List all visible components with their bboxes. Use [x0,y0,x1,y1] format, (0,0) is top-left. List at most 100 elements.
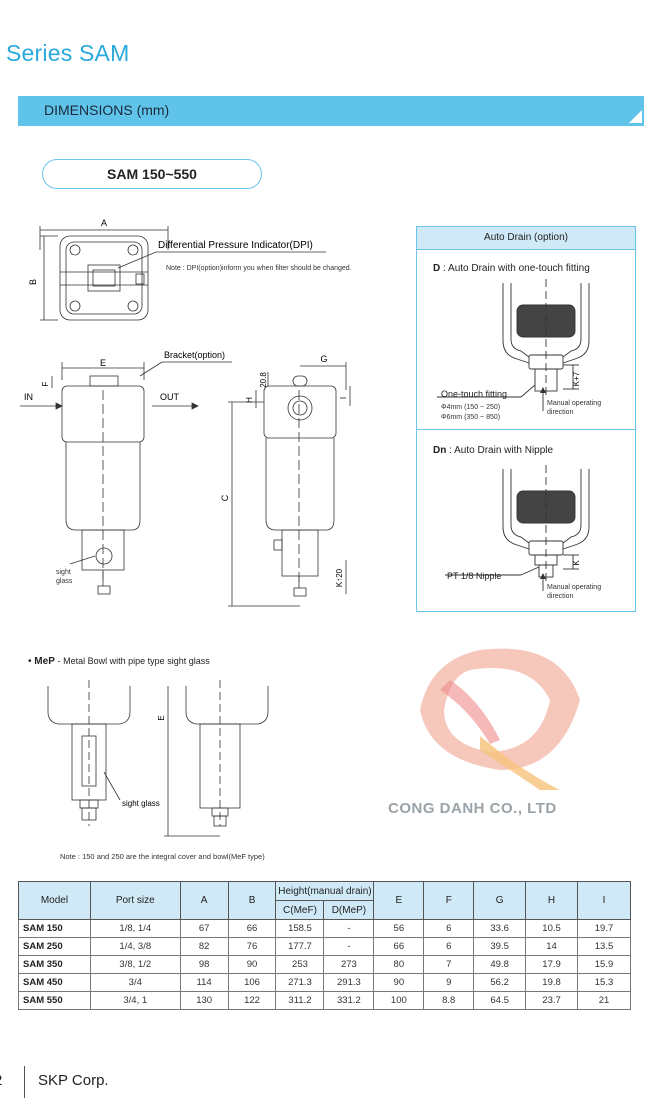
cell-e: 100 [373,991,425,1010]
cell-f: 6 [423,937,475,956]
cell-model: SAM 350 [18,955,91,974]
drain-d-code: D [433,263,441,274]
cell-d: 331.2 [323,991,375,1010]
cell-d: - [323,919,375,938]
auto-drain-dn-row: Dn : Auto Drain with Nipple [433,445,554,456]
drain-k-label: K [572,560,581,566]
dpi-note: Note : DPI(option)inform you when filter… [166,265,352,272]
dim-f-label: F [41,381,50,386]
cell-f: 9 [423,973,475,992]
cell-g: 64.5 [473,991,527,1010]
dim-c-label: C [220,494,230,501]
dim-h-label: H [245,397,254,403]
cell-model: SAM 250 [18,937,91,956]
cell-b: 122 [227,991,277,1010]
cell-g: 33.6 [473,919,527,938]
dim-e-label: E [100,358,106,368]
cell-e: 56 [373,919,425,938]
bracket-label: Bracket(option) [164,350,225,360]
side-view-head [263,385,337,439]
cell-port: 3/4 [89,973,181,992]
cell-b: 90 [227,955,277,974]
cell-h: 23.7 [525,991,578,1010]
table-row: SAM 150 1/8, 1/4 67 66 158.5 - 56 6 33.6… [18,919,631,938]
drain-dn-code: Dn [433,445,447,456]
cell-model: SAM 550 [18,991,91,1010]
cell-b: 66 [227,919,277,938]
cell-d: 291.3 [323,973,375,992]
cell-b: 106 [227,973,277,992]
th-model: Model [18,881,91,920]
cell-i: 21 [577,991,631,1010]
table-row: SAM 450 3/4 114 106 271.3 291.3 90 9 56.… [18,973,631,992]
section-header-bar: DIMENSIONS (mm) [18,96,644,126]
dpi-title: Differential Pressure Indicator(DPI) [158,240,313,251]
cell-a: 98 [179,955,229,974]
mep-dash: - [57,656,64,666]
drain-dn-desc: Auto Drain with Nipple [454,445,554,456]
dim-b-label: B [28,279,38,285]
th-f: F [423,881,475,920]
cell-c: 253 [275,955,325,974]
cell-f: 8.8 [423,991,475,1010]
cell-g: 56.2 [473,973,527,992]
drain-d-desc: Auto Drain with one-touch fitting [448,263,590,274]
model-range-pill: SAM 150~550 [42,159,262,189]
cell-i: 19.7 [577,919,631,938]
auto-drain-d-row: D : Auto Drain with one-touch fitting [433,263,590,274]
th-height: Height(manual drain) [275,881,375,901]
cell-e: 66 [373,937,425,956]
filter-dimension-drawing: A B Differential Pressure Indicator(DPI)… [20,218,352,607]
cell-e: 90 [373,973,425,992]
cell-d: - [323,937,375,956]
table-row: SAM 250 1/4, 3/8 82 76 177.7 - 66 6 39.5… [18,937,631,956]
sight-glass-label: sight glass [56,569,73,585]
drain-k7-label: K+7 [572,371,581,386]
out-label: OUT [160,392,180,402]
section-title: DIMENSIONS (mm) [44,102,170,118]
drain-d-drawing: K+7 [437,279,590,411]
cell-b: 76 [227,937,277,956]
manual-dir-label-dn: Manual operating direction [547,584,602,600]
th-i: I [577,881,631,920]
cell-a: 67 [179,919,229,938]
footer-divider [24,1066,25,1098]
phi4-label: Φ4mm (150 ~ 250) [441,404,501,411]
drain-dn-drawing: K [445,465,590,591]
cell-a: 82 [179,937,229,956]
watermark-company: CONG DANH CO., LTD [388,800,557,817]
th-h: H [525,881,578,920]
th-c: C(MeF) [275,900,325,920]
cell-port: 1/4, 3/8 [89,937,181,956]
auto-drain-title: Auto Drain (option) [417,227,635,250]
cell-f: 7 [423,955,475,974]
cell-c: 158.5 [275,919,325,938]
th-port: Port size [89,881,181,920]
page-number: 2 [0,1072,2,1089]
mep-bullet: • [28,656,32,667]
corner-triangle-icon [629,110,642,123]
cell-h: 19.8 [525,973,578,992]
cell-model: SAM 450 [18,973,91,992]
mep-desc: Metal Bowl with pipe type sight glass [63,656,210,666]
cell-port: 1/8, 1/4 [89,919,181,938]
dim-a-label: A [101,218,107,228]
table-header-row: Model Port size A B Height(manual drain)… [18,881,631,920]
cell-e: 80 [373,955,425,974]
th-b: B [227,881,277,920]
dimensions-table: Model Port size A B Height(manual drain)… [18,881,631,1010]
cell-h: 17.9 [525,955,578,974]
cell-a: 114 [179,973,229,992]
cell-model: SAM 150 [18,919,91,938]
one-touch-label: One-touch fitting [441,389,508,399]
dim-208-label: 20.8 [259,372,268,388]
cell-h: 10.5 [525,919,578,938]
cell-i: 15.3 [577,973,631,992]
dim-k20-label: K↑20 [335,568,344,587]
th-a: A [179,881,229,920]
th-g: G [473,881,527,920]
dim-g-label: G [320,354,327,364]
drain-separator [417,429,635,430]
top-view-body [59,235,149,321]
cell-g: 49.8 [473,955,527,974]
